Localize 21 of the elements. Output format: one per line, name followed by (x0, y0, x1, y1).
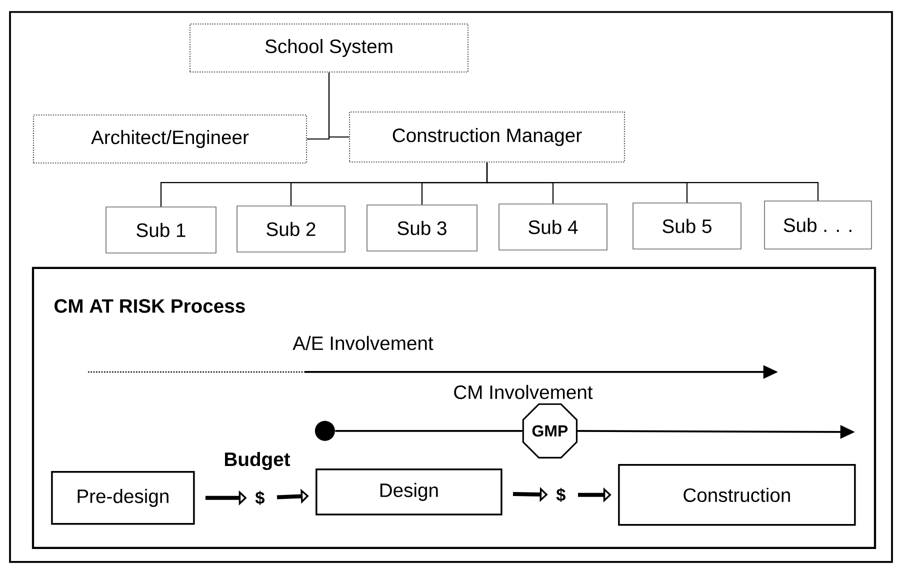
start-dot (314, 420, 335, 441)
org-box: Sub 5 (632, 202, 742, 250)
connector-line (335, 430, 522, 432)
org-box: Architect/Engineer (32, 114, 308, 164)
budget-label: Budget (225, 452, 290, 470)
dollar-sign: $ (255, 490, 264, 505)
org-box: Sub . . . (764, 200, 872, 250)
org-box: Sub 2 (236, 206, 346, 252)
org-box: Sub 3 (366, 204, 478, 252)
connector-line (486, 162, 819, 201)
org-box: Sub 4 (498, 204, 608, 250)
phase-box: Construction (618, 464, 856, 526)
org-box: Construction Manager (349, 111, 625, 163)
involvement-label: A/E Involvement (292, 336, 434, 350)
connector-line (328, 72, 349, 138)
org-box: Sub 1 (106, 206, 216, 254)
stop-sign: GMP (522, 403, 578, 459)
phase-box: Pre-design (51, 471, 195, 525)
phase-box: Design (316, 468, 502, 516)
dollar-sign: $ (556, 488, 566, 502)
org-box: School System (189, 23, 469, 73)
